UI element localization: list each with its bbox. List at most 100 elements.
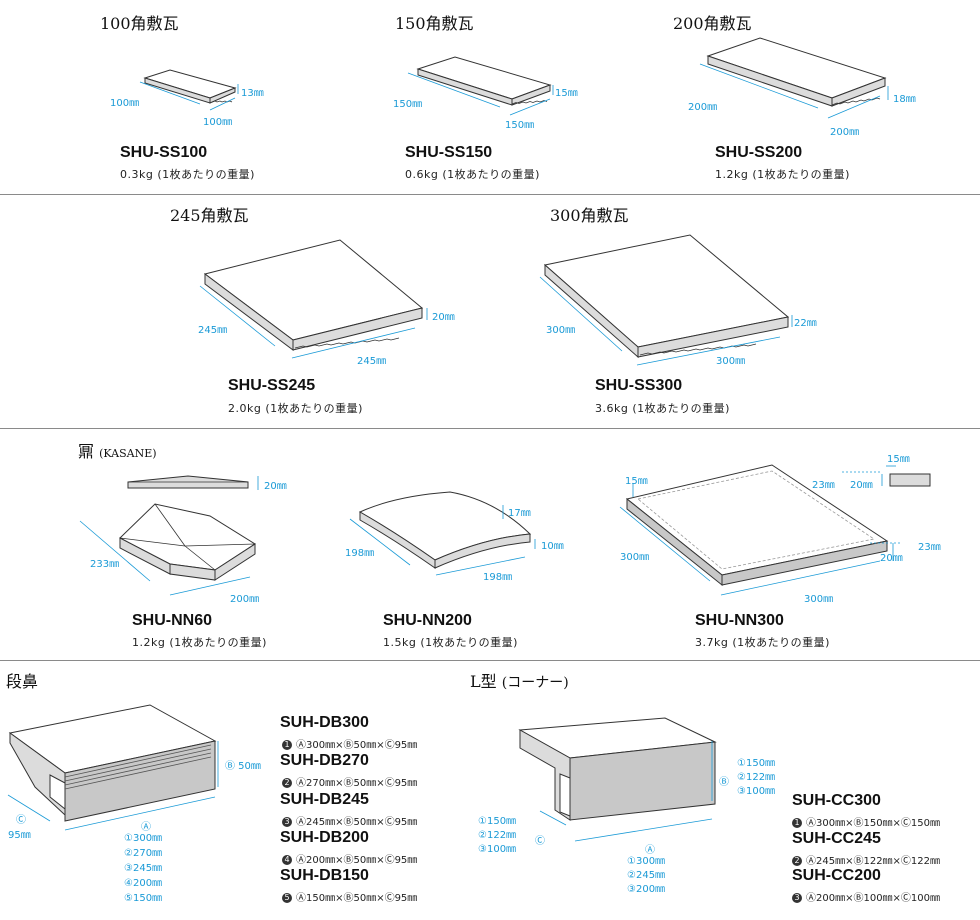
dim-ss300-left: 300㎜ xyxy=(546,325,576,336)
dim-corner-c-list: ①150㎜ ②122㎜ ③100㎜ xyxy=(478,815,516,857)
category-150: 150角敷瓦 xyxy=(395,14,474,33)
section-divider-2 xyxy=(0,428,980,429)
tile-ss300-illustration xyxy=(543,234,790,359)
weight-nn60: 1.2kg (1枚あたりの重量) xyxy=(132,636,267,649)
spec-cc245-text: Ⓐ245㎜×Ⓑ122㎜×Ⓒ122㎜ xyxy=(806,856,941,867)
dim-nn300-bottom: 300㎜ xyxy=(804,594,834,605)
tile-nn60-illustration xyxy=(119,503,256,581)
category-corner-title: L型 xyxy=(470,672,497,691)
category-kasane-title: 鼏 xyxy=(78,442,95,461)
tile-ss100-illustration xyxy=(143,69,237,104)
section-divider-3 xyxy=(0,660,980,661)
category-300: 300角敷瓦 xyxy=(550,206,629,225)
dim-corner-b-list: ①150㎜ ②122㎜ ③100㎜ xyxy=(737,757,775,799)
weight-ss245: 2.0kg (1枚あたりの重量) xyxy=(228,402,363,415)
tile-ss245-illustration xyxy=(203,239,424,351)
code-db245: SUH-DB245 xyxy=(280,791,369,808)
dim-corner-c-3: ③100㎜ xyxy=(478,844,517,855)
dim-ss100-bottom: 100㎜ xyxy=(203,117,233,128)
number-badge-icon: 2 xyxy=(792,856,802,866)
category-corner: L型 (コーナー) xyxy=(470,668,569,692)
code-nn300: SHU-NN300 xyxy=(695,612,784,629)
dim-ss200-left: 200㎜ xyxy=(688,102,718,113)
dim-corner-c-1: ①150㎜ xyxy=(478,816,517,827)
weight-ss150: 0.6kg (1枚あたりの重量) xyxy=(405,168,540,181)
dim-danbana-b: Ⓑ 50㎜ xyxy=(225,761,261,772)
dim-corner-b-1: ①150㎜ xyxy=(737,758,776,769)
code-ss300: SHU-SS300 xyxy=(595,377,683,394)
code-db270: SUH-DB270 xyxy=(280,752,369,769)
spec-db270-text: Ⓐ270㎜×Ⓑ50㎜×Ⓒ95㎜ xyxy=(296,778,418,789)
tile-nn60-dimensions xyxy=(79,520,251,596)
dim-ss100-left: 100㎜ xyxy=(110,98,140,109)
tile-ss150-dimensions xyxy=(407,72,554,116)
tile-nn300-illustration xyxy=(625,464,889,587)
weight-nn300: 3.7kg (1枚あたりの重量) xyxy=(695,636,830,649)
dim-danbana-c-value: 95㎜ xyxy=(8,830,31,841)
tile-nn60-dimension-height xyxy=(257,476,259,490)
dim-ss300-bottom: 300㎜ xyxy=(716,356,746,367)
dim-nn200-left: 198㎜ xyxy=(345,548,375,559)
dim-ss200-height: 18㎜ xyxy=(893,94,916,105)
dim-ss245-bottom: 245㎜ xyxy=(357,356,387,367)
dim-danbana-c-label: Ⓒ xyxy=(16,815,26,826)
code-cc200: SUH-CC200 xyxy=(792,867,881,884)
dim-ss245-height: 20㎜ xyxy=(432,312,455,323)
number-badge-icon: 3 xyxy=(792,893,802,903)
category-245: 245角敷瓦 xyxy=(170,206,249,225)
dim-nn300-left: 300㎜ xyxy=(620,552,650,563)
tile-nn60-profile xyxy=(127,475,249,489)
danbana-dimensions xyxy=(7,741,219,831)
dim-ss300-height: 22㎜ xyxy=(794,318,817,329)
category-100: 100角敷瓦 xyxy=(100,14,179,33)
dim-nn300-detail-h1: 23㎜ xyxy=(812,480,835,491)
dim-ss150-left: 150㎜ xyxy=(393,99,423,110)
dim-nn60-height: 20㎜ xyxy=(264,481,287,492)
dim-corner-a-label: Ⓐ xyxy=(645,845,655,856)
tile-ss200-dimensions xyxy=(699,63,889,119)
number-badge-icon: 5 xyxy=(282,893,292,903)
dim-danbana-a-list: ①300㎜ ②270㎜ ③245㎜ ④200㎜ ⑤150㎜ xyxy=(124,831,162,906)
dim-nn300-detail-inset: 15㎜ xyxy=(887,454,910,465)
spec-db245-text: Ⓐ245㎜×Ⓑ50㎜×Ⓒ95㎜ xyxy=(296,817,418,828)
tile-ss150-illustration xyxy=(416,56,552,106)
spec-cc300-text: Ⓐ300㎜×Ⓑ150㎜×Ⓒ150㎜ xyxy=(806,818,941,829)
dim-nn300-detail-h2: 20㎜ xyxy=(850,480,873,491)
dim-nn300-h2: 20㎜ xyxy=(880,553,903,564)
code-ss245: SHU-SS245 xyxy=(228,377,316,394)
tile-nn200-dimensions xyxy=(349,505,536,576)
spec-cc300: 1 Ⓐ300㎜×Ⓑ150㎜×Ⓒ150㎜ xyxy=(792,814,940,829)
spec-cc200-text: Ⓐ200㎜×Ⓑ100㎜×Ⓒ100㎜ xyxy=(806,893,941,904)
dim-danbana-a-4: ④200㎜ xyxy=(124,878,163,889)
number-badge-icon: 2 xyxy=(282,778,292,788)
number-badge-icon: 1 xyxy=(792,818,802,828)
dim-nn60-left: 233㎜ xyxy=(90,559,120,570)
number-badge-icon: 3 xyxy=(282,817,292,827)
code-cc300: SUH-CC300 xyxy=(792,792,881,809)
code-ss150: SHU-SS150 xyxy=(405,144,493,161)
category-danbana: 段鼻 xyxy=(6,672,39,691)
category-kasane-sub: (KASANE) xyxy=(99,447,157,460)
dim-nn300-inset: 15㎜ xyxy=(625,476,648,487)
tile-ss245-dimensions xyxy=(199,285,428,359)
dim-danbana-a-3: ③245㎜ xyxy=(124,863,163,874)
dim-corner-a-list: ①300㎜ ②245㎜ ③200㎜ xyxy=(627,855,665,897)
tile-ss200-illustration xyxy=(706,37,887,107)
category-kasane: 鼏 (KASANE) xyxy=(78,438,157,462)
number-badge-icon: 4 xyxy=(282,855,292,865)
dim-danbana-a-2: ②270㎜ xyxy=(124,848,163,859)
dim-corner-b-3: ③100㎜ xyxy=(737,786,776,797)
corner-dimensions xyxy=(539,741,713,842)
dim-nn300-h1: 23㎜ xyxy=(918,542,941,553)
tile-nn200-illustration xyxy=(358,491,532,569)
code-nn60: SHU-NN60 xyxy=(132,612,213,629)
dim-corner-c-2: ②122㎜ xyxy=(478,830,517,841)
dim-nn200-edge: 10㎜ xyxy=(541,541,564,552)
spec-cc200: 3 Ⓐ200㎜×Ⓑ100㎜×Ⓒ100㎜ xyxy=(792,889,940,904)
dim-corner-a-2: ②245㎜ xyxy=(627,870,666,881)
dim-nn60-bottom: 200㎜ xyxy=(230,594,260,605)
dim-danbana-a-1: ①300㎜ xyxy=(124,833,163,844)
